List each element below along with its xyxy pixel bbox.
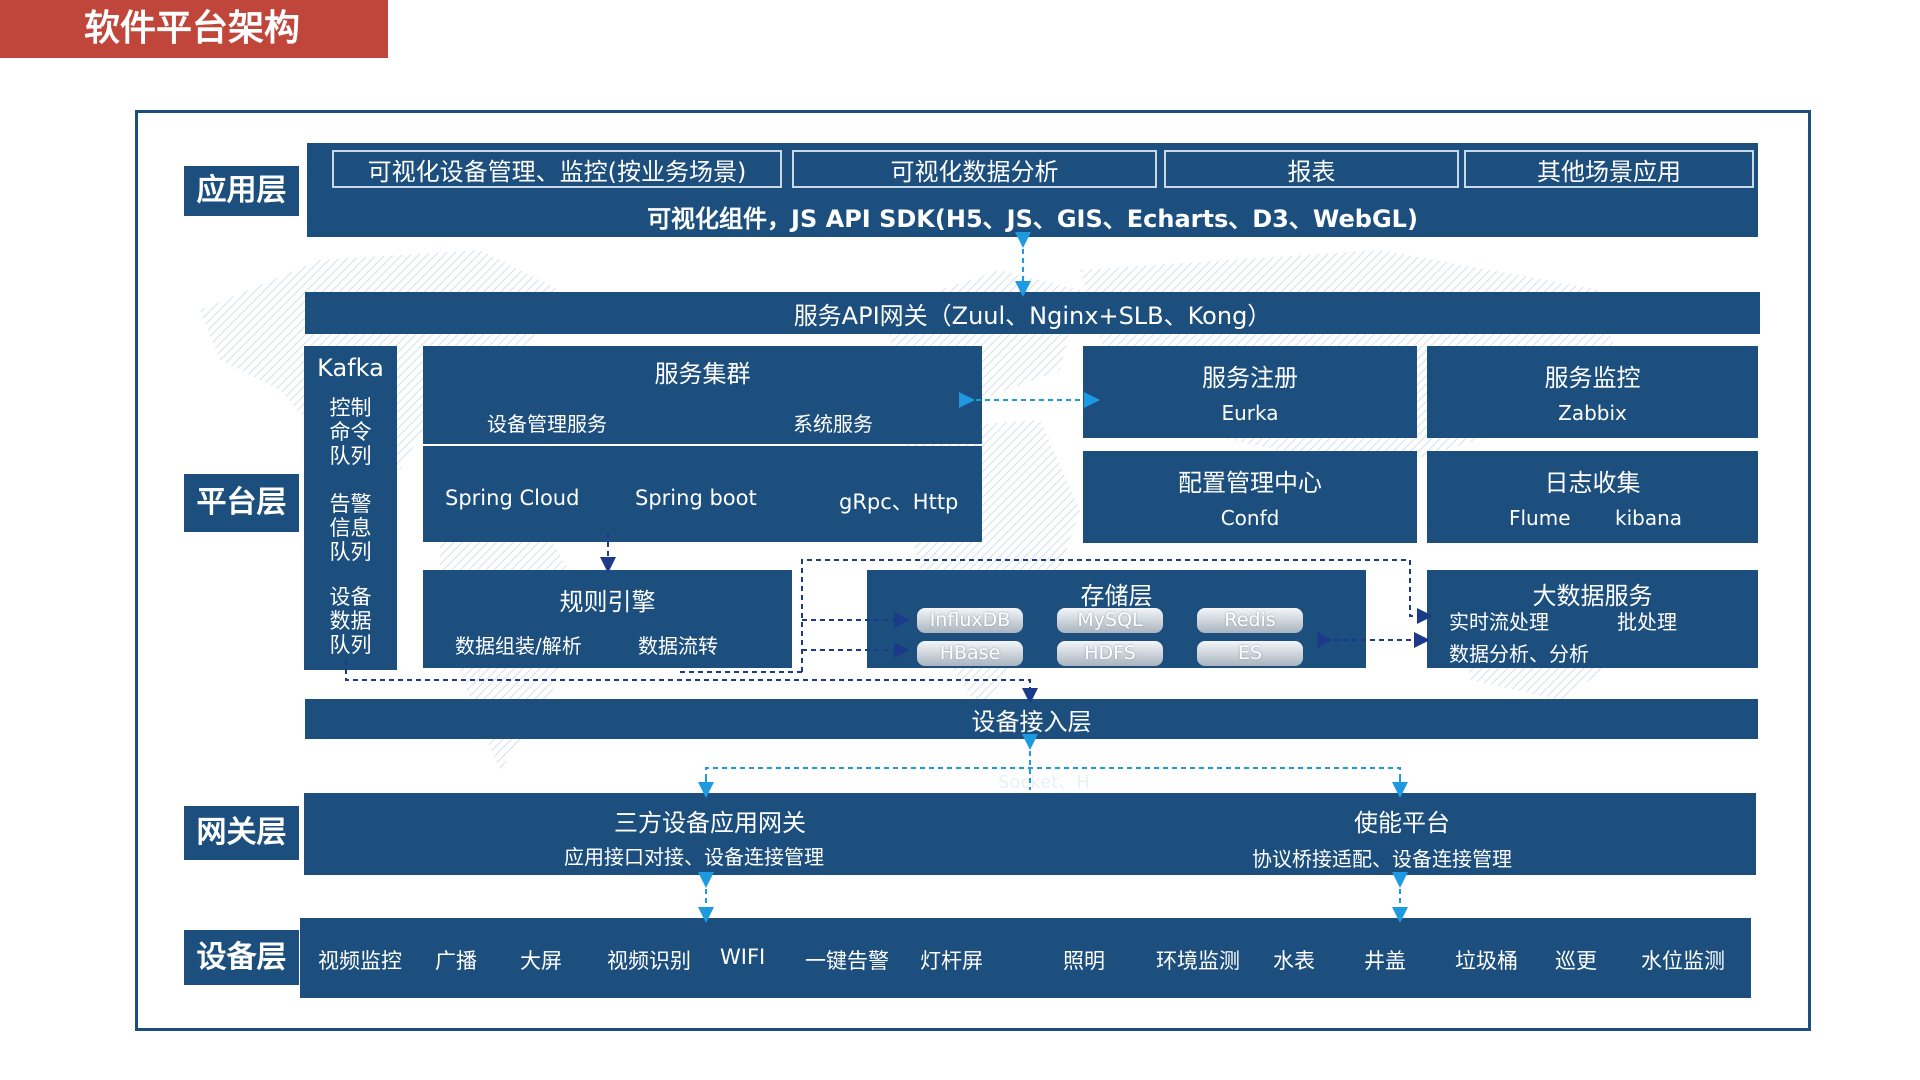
device-video-monitor: 视频监控: [318, 949, 402, 973]
device-layer-block: [300, 918, 1751, 998]
service-registry-title: 服务注册: [1202, 364, 1298, 392]
device-broadcast: 广播: [435, 949, 477, 973]
kibana-label: kibana: [1615, 506, 1683, 530]
tab-reports[interactable]: 报表: [1164, 150, 1459, 188]
config-center-title: 配置管理中心: [1178, 469, 1322, 497]
device-video-recognition: 视频识别: [607, 949, 691, 973]
rule-engine-block: 规则引擎 数据组装/解析 数据流转: [423, 570, 792, 668]
service-monitor-title: 服务监控: [1544, 364, 1641, 392]
queue-alarm-info: 告警 信息 队列: [329, 492, 372, 564]
db-influxdb: InfluxDB: [917, 608, 1023, 633]
db-es: ES: [1197, 641, 1303, 666]
flume-label: Flume: [1509, 506, 1571, 530]
service-cluster-title: 服务集群: [654, 360, 751, 388]
visual-sdk-label: 可视化组件，JS API SDK(H5、JS、GIS、Echarts、D3、We…: [647, 204, 1418, 233]
page-title: 软件平台架构: [0, 0, 388, 58]
realtime-stream-label: 实时流处理: [1449, 610, 1549, 634]
tab-data-analysis[interactable]: 可视化数据分析: [792, 150, 1157, 188]
device-water-level: 水位监测: [1641, 949, 1725, 973]
layer-label-device: 设备层: [184, 930, 299, 985]
enable-platform-sub: 协议桥接适配、设备连接管理: [1252, 847, 1512, 871]
enable-platform-title: 使能平台: [1354, 809, 1450, 837]
service-tech-block: Spring Cloud Spring boot gRpc、Http: [423, 446, 982, 542]
service-monitor-block: 服务监控 Zabbix: [1427, 346, 1758, 438]
device-lighting: 照明: [1063, 949, 1105, 973]
third-party-gateway-title: 三方设备应用网关: [614, 809, 806, 837]
spring-boot-label: Spring boot: [635, 486, 757, 510]
layer-label-gateway: 网关层: [184, 806, 299, 860]
data-assemble-parse: 数据组装/解析: [455, 634, 582, 658]
log-collect-title: 日志收集: [1544, 469, 1641, 497]
data-flow: 数据流转: [638, 634, 718, 658]
device-management-service: 设备管理服务: [487, 412, 607, 436]
db-hbase: HBase: [917, 641, 1023, 666]
data-analysis-label: 数据分析、分析: [1449, 642, 1589, 666]
device-patrol: 巡更: [1555, 949, 1597, 973]
service-cluster-block: 服务集群 设备管理服务 系统服务: [423, 346, 982, 444]
rule-engine-title: 规则引擎: [559, 588, 656, 616]
device-trash-bin: 垃圾桶: [1455, 949, 1518, 973]
device-env-monitor: 环境监测: [1156, 949, 1240, 973]
queue-control-command: 控制 命令 队列: [329, 396, 372, 468]
db-redis: Redis: [1197, 608, 1303, 633]
service-monitor-sub: Zabbix: [1558, 401, 1627, 425]
device-wifi: WIFI: [720, 945, 766, 969]
config-center-sub: Confd: [1220, 506, 1280, 530]
third-party-gateway-sub: 应用接口对接、设备连接管理: [564, 845, 824, 869]
device-manhole-cover: 井盖: [1364, 949, 1406, 973]
layer-label-app: 应用层: [184, 166, 299, 216]
device-access-layer: 设备接入层: [305, 699, 1758, 739]
tab-other-apps[interactable]: 其他场景应用: [1464, 150, 1754, 188]
layer-label-platform: 平台层: [184, 474, 299, 532]
gateway-layer-block: 三方设备应用网关 应用接口对接、设备连接管理 使能平台 协议桥接适配、设备连接管…: [304, 793, 1756, 875]
api-gateway: 服务API网关（Zuul、Nginx+SLB、Kong）: [305, 292, 1760, 334]
big-data-title: 大数据服务: [1532, 582, 1653, 610]
service-registry-sub: Eurka: [1221, 401, 1279, 425]
kafka-title: Kafka: [317, 354, 384, 382]
tab-device-management[interactable]: 可视化设备管理、监控(按业务场景): [332, 150, 782, 188]
device-water-meter: 水表: [1273, 949, 1315, 973]
socket-hint-label: Socket、H: [998, 772, 1090, 793]
device-one-key-alarm: 一键告警: [805, 949, 889, 973]
db-mysql: MySQL: [1057, 608, 1163, 633]
spring-cloud-label: Spring Cloud: [445, 486, 580, 510]
config-center-block: 配置管理中心 Confd: [1083, 451, 1417, 543]
device-pole-screen: 灯杆屏: [920, 949, 983, 973]
service-registry-block: 服务注册 Eurka: [1083, 346, 1417, 438]
kafka-block: Kafka: [304, 346, 397, 670]
queue-device-data: 设备 数据 队列: [329, 585, 372, 657]
storage-title: 存储层: [1080, 582, 1153, 610]
batch-label: 批处理: [1617, 610, 1677, 634]
architecture-frame: [135, 110, 1811, 1031]
log-collect-block: 日志收集 Flume kibana: [1427, 451, 1758, 543]
device-big-screen: 大屏: [520, 949, 562, 973]
db-hdfs: HDFS: [1057, 641, 1163, 666]
grpc-http-label: gRpc、Http: [839, 490, 959, 514]
big-data-block: 大数据服务 实时流处理 批处理 数据分析、分析: [1427, 570, 1758, 668]
system-service: 系统服务: [793, 412, 873, 436]
